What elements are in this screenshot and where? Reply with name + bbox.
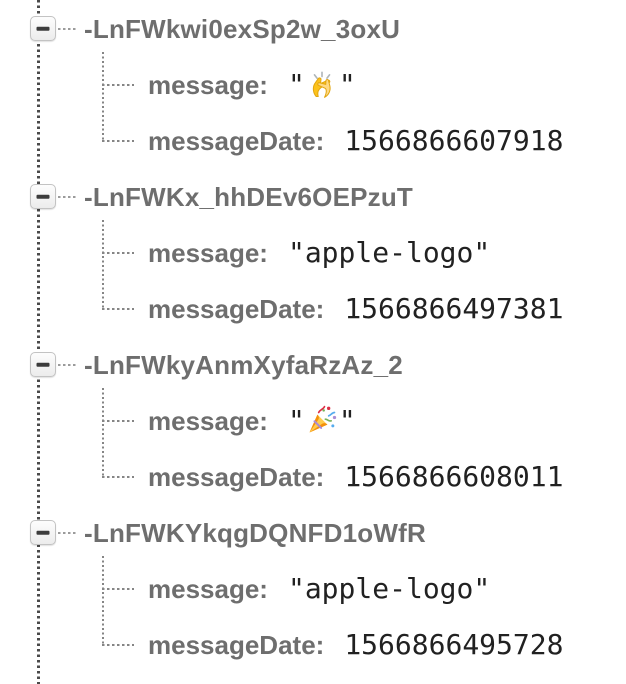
tree-node: -LnFWKYkqgDQNFD1oWfR message: "apple-log… <box>0 505 626 673</box>
close-quote: " <box>338 404 356 437</box>
branch-line <box>102 475 134 478</box>
field-row: messageDate: 1566866497381 <box>0 281 626 337</box>
field-row: message: "apple-logo" <box>0 225 626 281</box>
field-key[interactable]: message: <box>148 574 268 604</box>
field-row: messageDate: 1566866607918 <box>0 113 626 169</box>
child-connector-line <box>102 556 104 646</box>
minus-icon <box>36 26 50 31</box>
branch-line <box>102 643 134 646</box>
node-key[interactable]: -LnFWKx_hhDEv6OEPzuT <box>84 181 414 212</box>
node-key-row: -LnFWKYkqgDQNFD1oWfR <box>0 505 626 561</box>
field-value[interactable]: 1566866607918 <box>344 124 564 157</box>
branch-line <box>102 83 134 86</box>
open-quote: " <box>287 404 305 437</box>
field-key[interactable]: messageDate: <box>148 294 325 324</box>
child-connector-line <box>102 220 104 310</box>
collapse-toggle-button[interactable] <box>30 184 56 209</box>
field-value[interactable]: 1566866608011 <box>344 460 564 493</box>
branch-line <box>102 419 134 422</box>
connector-dots <box>58 195 77 198</box>
field-row: messageDate: 1566866495728 <box>0 617 626 673</box>
minus-icon <box>36 530 50 535</box>
connector-dots <box>58 363 77 366</box>
field-row: messageDate: 1566866608011 <box>0 449 626 505</box>
field-value[interactable]: "apple-logo" <box>287 572 491 605</box>
field-key[interactable]: message: <box>148 70 268 100</box>
node-key[interactable]: -LnFWKYkqgDQNFD1oWfR <box>84 517 426 548</box>
field-value[interactable]: "" <box>288 404 356 437</box>
branch-line <box>102 587 134 590</box>
main-tree-line <box>37 0 40 684</box>
connector-dots <box>58 27 77 30</box>
clapping-hands-emoji <box>307 69 337 99</box>
collapse-toggle-button[interactable] <box>30 352 56 377</box>
connector-dots <box>58 531 77 534</box>
field-key[interactable]: messageDate: <box>148 630 325 660</box>
field-key[interactable]: message: <box>148 238 268 268</box>
field-key[interactable]: message: <box>148 406 268 436</box>
field-value[interactable]: "apple-logo" <box>287 236 491 269</box>
node-key-row: -LnFWKx_hhDEv6OEPzuT <box>0 169 626 225</box>
field-key[interactable]: messageDate: <box>148 126 325 156</box>
field-value[interactable]: "" <box>288 68 356 101</box>
collapse-toggle-button[interactable] <box>30 520 56 545</box>
branch-line <box>102 251 134 254</box>
party-popper-emoji <box>307 405 337 435</box>
field-key[interactable]: messageDate: <box>148 462 325 492</box>
field-row: message: "" <box>0 393 626 449</box>
minus-icon <box>36 362 50 367</box>
child-connector-line <box>102 52 104 142</box>
field-row: message: "" <box>0 57 626 113</box>
node-key-row: -LnFWkwi0exSp2w_3oxU <box>0 1 626 57</box>
tree-node: -LnFWKx_hhDEv6OEPzuT message: "apple-log… <box>0 169 626 337</box>
collapse-toggle-button[interactable] <box>30 16 56 41</box>
close-quote: " <box>338 68 356 101</box>
field-value[interactable]: 1566866495728 <box>344 628 564 661</box>
node-key[interactable]: -LnFWkyAnmXyfaRzAz_2 <box>84 349 403 380</box>
branch-line <box>102 139 134 142</box>
field-value[interactable]: 1566866497381 <box>344 292 564 325</box>
tree-node: -LnFWkyAnmXyfaRzAz_2 message: "" message… <box>0 337 626 505</box>
open-quote: " <box>287 68 305 101</box>
node-key-row: -LnFWkyAnmXyfaRzAz_2 <box>0 337 626 393</box>
minus-icon <box>36 194 50 199</box>
node-key[interactable]: -LnFWkwi0exSp2w_3oxU <box>84 13 401 44</box>
child-connector-line <box>102 388 104 478</box>
field-row: message: "apple-logo" <box>0 561 626 617</box>
tree-node: -LnFWkwi0exSp2w_3oxU message: "" message… <box>0 1 626 169</box>
branch-line <box>102 307 134 310</box>
